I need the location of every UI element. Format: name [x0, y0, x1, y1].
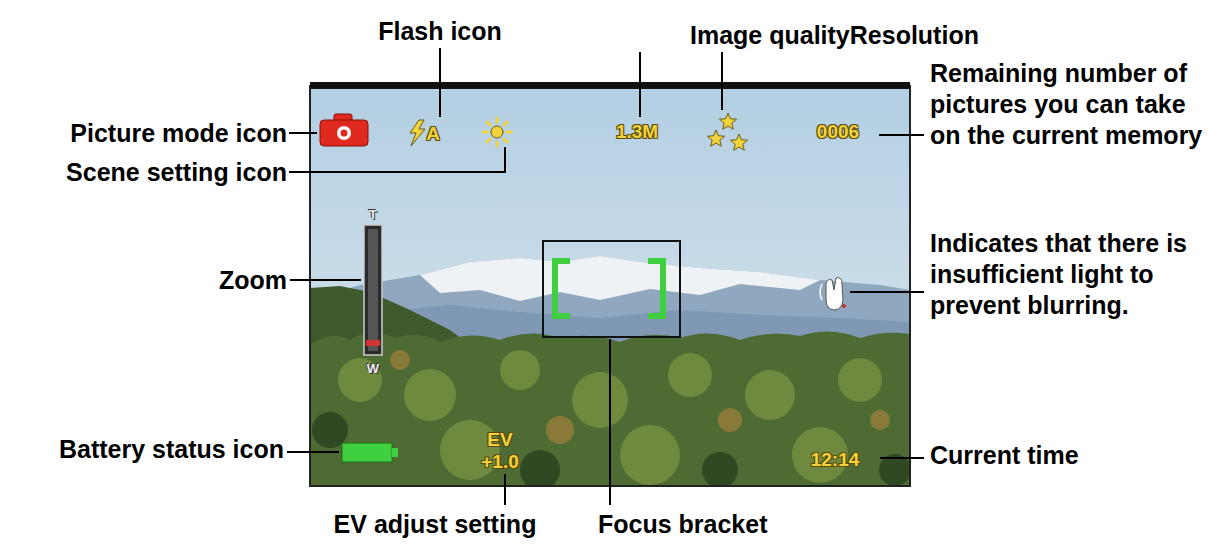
callout-label: Picture mode icon — [70, 118, 287, 148]
flash-bolt — [410, 120, 425, 146]
quality-stars — [707, 113, 747, 150]
remaining-count: 0006 — [817, 121, 859, 142]
zoom-bar — [364, 225, 382, 355]
callout-label: Indicates that there is insufficient lig… — [930, 228, 1214, 321]
resolution-value: 1.3M — [616, 121, 658, 142]
callout-label: Current time — [930, 440, 1079, 470]
screen-top-bar — [310, 82, 910, 89]
ev-value: +1.0 — [481, 451, 519, 472]
zoom-tele-mark: T — [369, 207, 377, 222]
callout-label: Scene setting icon — [66, 157, 287, 187]
callout-label: Image quality — [690, 20, 850, 50]
picture-mode-icon — [320, 114, 368, 146]
callout-label: Resolution — [850, 20, 979, 50]
leader-lines — [287, 48, 924, 505]
callout-label: Flash icon — [378, 16, 502, 46]
flash-mode-text: A — [426, 123, 440, 144]
callout-label: EV adjust setting — [334, 509, 537, 539]
scene-sun-icon — [483, 118, 511, 146]
callout-label: Remaining number of pictures you can tak… — [930, 58, 1214, 151]
callout-label: Zoom — [219, 265, 287, 295]
callout-label: Battery status icon — [59, 434, 284, 464]
battery-icon — [342, 443, 398, 462]
shake-warning-icon — [820, 278, 846, 310]
clock-time: 12:14 — [811, 449, 860, 470]
focus-bracket — [543, 241, 680, 337]
callout-label: Focus bracket — [598, 509, 768, 539]
ev-text: EV — [487, 429, 512, 450]
zoom-wide-mark: W — [367, 361, 379, 376]
